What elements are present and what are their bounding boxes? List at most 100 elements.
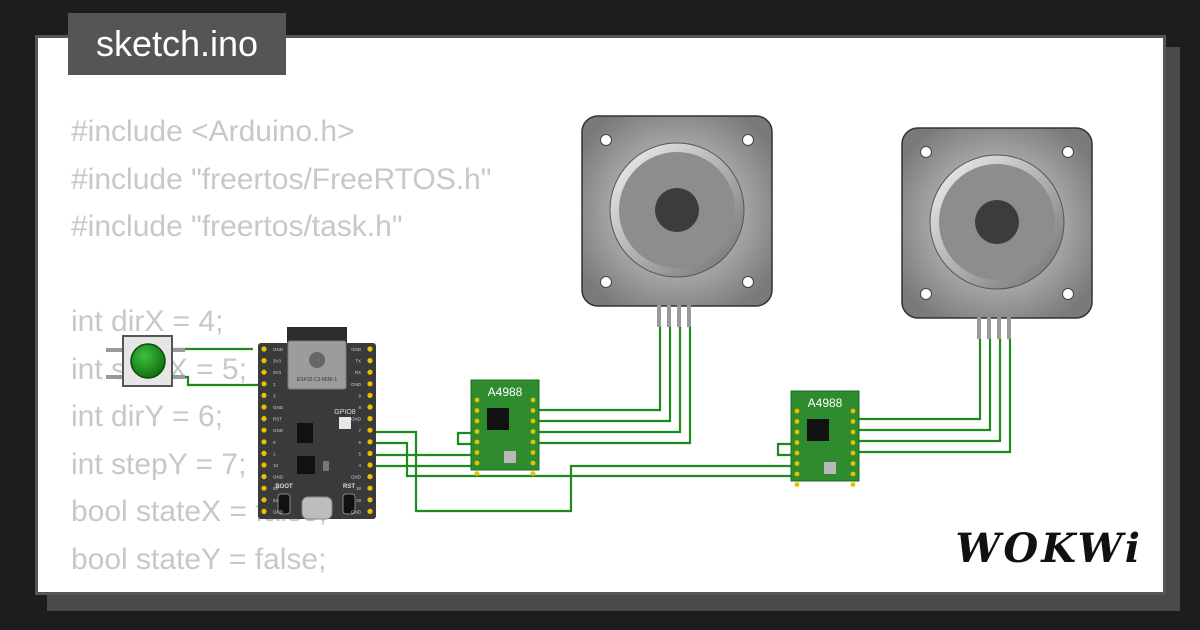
- driver-pin: [530, 429, 536, 434]
- board-pin-label: GND: [273, 347, 284, 352]
- board-pin: [261, 381, 267, 387]
- board-pin-label: GND: [273, 475, 284, 480]
- board-pin-label: 9: [358, 393, 361, 398]
- driver-pins: [474, 397, 536, 476]
- preview-card: #include <Arduino.h> #include "freertos/F…: [35, 35, 1166, 595]
- wire: [854, 339, 1002, 443]
- board-pin-label: 8: [358, 405, 361, 410]
- board-pin: [261, 427, 267, 433]
- board-pin: [261, 462, 267, 468]
- driver-pin: [474, 471, 480, 476]
- stepper-motor-1[interactable]: [581, 115, 773, 327]
- driver-pin: [850, 429, 856, 435]
- usb-chip: [297, 456, 315, 474]
- code-line: #include <Arduino.h>: [71, 115, 355, 148]
- driver-pin: [530, 397, 536, 403]
- board-pin: [261, 497, 267, 503]
- driver-pin: [530, 460, 536, 466]
- motor-shaft: [975, 200, 1019, 244]
- driver-pin: [850, 471, 856, 477]
- driver-pin: [794, 419, 800, 424]
- board-pin-label: GND: [273, 428, 284, 433]
- board-pin: [367, 346, 373, 352]
- driver-chip: [487, 408, 509, 430]
- wokwi-logo[interactable]: WOKWi: [955, 525, 1143, 572]
- driver-pin: [474, 460, 480, 466]
- driver-pin: [794, 440, 800, 445]
- board-pin-label: GND: [351, 417, 362, 422]
- regulator-chip: [297, 423, 313, 443]
- board-pin: [261, 508, 267, 514]
- board-pin-label: GND: [273, 509, 284, 514]
- board-pin-label: 5V: [273, 486, 279, 491]
- wire: [776, 442, 797, 457]
- board-pin-label: GND: [351, 475, 362, 480]
- push-button[interactable]: [106, 335, 185, 387]
- driver-label: A4988: [808, 396, 843, 410]
- wire: [534, 325, 682, 434]
- driver-pin: [794, 450, 800, 456]
- board-pin-label: 4: [358, 463, 361, 468]
- a4988-driver-2[interactable]: A4988: [790, 390, 860, 487]
- board-pin-label: 5V: [273, 498, 279, 503]
- board-pin: [367, 485, 373, 491]
- board-pin-label: 3V3: [273, 370, 282, 375]
- driver-pin: [474, 429, 480, 434]
- driver-pin: [794, 482, 800, 487]
- code-line: int dirX = 4;: [71, 305, 224, 338]
- board-pin-label: 5: [358, 451, 361, 456]
- driver-pin: [474, 397, 480, 403]
- board-pin-label: GND: [351, 509, 362, 514]
- board-pin-label: 0: [273, 440, 276, 445]
- driver-pin: [474, 439, 480, 445]
- a4988-driver-1[interactable]: A4988: [470, 379, 540, 476]
- code-line: #include "freertos/FreeRTOS.h": [71, 162, 492, 196]
- code-line: #include "freertos/task.h": [71, 210, 403, 243]
- gpio-label: GPIO8: [334, 409, 356, 416]
- motor-shaft: [655, 188, 699, 232]
- wire: [371, 441, 797, 478]
- wire: [854, 339, 992, 432]
- driver-pot: [504, 451, 516, 463]
- board-pin: [367, 462, 373, 468]
- driver-pin: [850, 461, 856, 466]
- driver-chip: [807, 419, 829, 441]
- wire: [534, 325, 692, 445]
- board-pin-label: 7: [358, 428, 361, 433]
- board-pin: [367, 439, 373, 445]
- driver-pin: [850, 450, 856, 456]
- board-pin: [367, 508, 373, 514]
- driver-pin: [850, 408, 856, 414]
- driver-pin: [794, 429, 800, 435]
- board-pin: [261, 369, 267, 375]
- board-pin: [367, 474, 373, 480]
- board-pin: [261, 346, 267, 352]
- file-tab[interactable]: sketch.ino: [68, 13, 286, 75]
- driver-pin: [794, 461, 800, 466]
- driver-pin: [530, 418, 536, 424]
- wire: [456, 431, 477, 446]
- stepper-motor-2[interactable]: [901, 127, 1093, 339]
- board-pin-label: 3: [273, 393, 276, 398]
- board-pin-label: RX: [355, 370, 361, 375]
- board-pin-label: TX: [355, 359, 361, 364]
- driver-pin: [850, 419, 856, 424]
- wire: [371, 430, 797, 513]
- board-pin-label: 10: [273, 463, 279, 468]
- driver-pin: [530, 471, 536, 476]
- driver-pins: [794, 408, 856, 487]
- wire: [854, 339, 982, 421]
- board-pin-label: 2: [273, 382, 276, 387]
- board-pin: [367, 404, 373, 410]
- driver-pin: [794, 471, 800, 477]
- board-pin: [367, 416, 373, 422]
- driver-pin: [474, 450, 480, 455]
- driver-pin: [850, 440, 856, 445]
- board-pin: [261, 404, 267, 410]
- board-pin-label: 3V3: [273, 359, 282, 364]
- board-pin-label: 18: [356, 486, 362, 491]
- driver-pin: [794, 408, 800, 414]
- driver-pin: [474, 408, 480, 413]
- rst-button: [342, 493, 356, 515]
